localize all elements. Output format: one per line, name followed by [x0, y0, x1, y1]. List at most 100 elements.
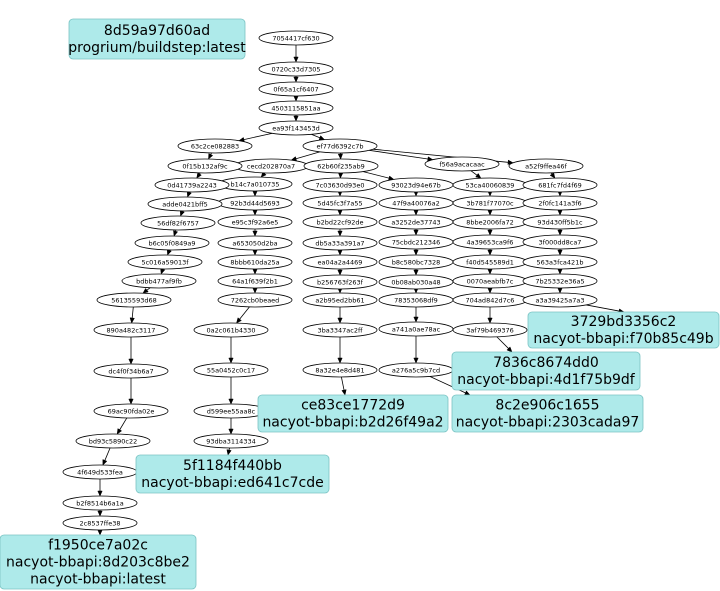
graph-node-label: 5c016a59013f: [141, 258, 189, 266]
graph-node-label: b2bd22cf92de: [316, 218, 363, 226]
graph-node-label: 69ac90fda02e: [108, 407, 155, 415]
graph-node: 62b60f235ab9: [303, 158, 379, 174]
edge-18-arrowhead: [129, 317, 135, 324]
graph-node-label: 8bbb610da25a: [230, 258, 279, 266]
graph-node-ellipse: [217, 292, 293, 308]
edge-19-arrowhead: [128, 358, 134, 365]
graph-node-label: 0b08ab030a48: [391, 278, 440, 286]
graph-node-label: 2c8537ffe38: [80, 519, 121, 527]
edge-3-arrowhead: [293, 115, 299, 122]
edge-7-arrowhead: [337, 153, 343, 160]
edge-60-arrowhead: [487, 287, 493, 294]
graph-node-ellipse: [147, 196, 223, 212]
graph-node-label: 0070aeabfb7c: [467, 277, 514, 285]
tag-edge-5-arrowhead: [97, 529, 103, 536]
graph-node: b256763f263f: [302, 274, 378, 290]
graph-node: d599ee55aa8c: [193, 403, 269, 419]
edge-40-arrowhead: [337, 249, 343, 256]
graph-node-ellipse: [302, 254, 378, 270]
graph-node-label: 0f15b132af9c: [182, 162, 228, 170]
edge-32: [239, 306, 250, 320]
graph-node-ellipse: [302, 362, 378, 378]
graph-node: 4a39653ca9f6: [452, 234, 528, 250]
graph-node: 3af79b469376: [452, 322, 528, 338]
graph-node-label: 7b25332e36a5: [535, 277, 584, 285]
image-id-label: ce83ce1772d9: [301, 398, 405, 414]
graph-node-label: 53ca40060839: [466, 181, 515, 189]
edge-2-arrowhead: [293, 95, 299, 102]
graph-node: b6c05f0849a9: [134, 235, 210, 251]
image-tag-label: nacyot-bbapi:latest: [30, 572, 166, 588]
graph-node-ellipse: [96, 292, 172, 308]
edge-56-arrowhead: [487, 209, 493, 216]
graph-node-ellipse: [193, 362, 269, 378]
graph-node: 8bbb610da25a: [217, 254, 293, 270]
graph-node-label: 563a3fca421b: [537, 258, 584, 266]
image-tag-background: [135, 454, 330, 494]
graph-node-label: ea04a2a4469: [318, 258, 363, 266]
edge-25-arrowhead: [260, 171, 267, 178]
graph-node-ellipse: [127, 254, 203, 270]
graph-node-ellipse: [93, 403, 169, 419]
graph-node: 7c03630d93e0: [302, 177, 378, 193]
edge-22-arrowhead: [102, 459, 108, 466]
image-tag-label: nacyot-bbapi:f70b85c49b: [533, 331, 713, 347]
graph-node-label: d599ee55aa8c: [207, 407, 256, 415]
graph-node: b2bd22cf92de: [302, 214, 378, 230]
graph-node-ellipse: [134, 235, 210, 251]
graph-node-ellipse: [303, 158, 379, 174]
edge-49-arrowhead: [413, 249, 419, 256]
image-id-label: 8c2e906c1655: [495, 398, 599, 414]
graph-node-label: 92b3d44d5693: [230, 199, 280, 207]
tag-edge-1: [496, 336, 509, 349]
graph-node-label: 4a39653ca9f6: [467, 238, 514, 246]
graph-node-ellipse: [193, 322, 269, 338]
edge-44-arrowhead: [337, 357, 343, 364]
graph-node: 55a0452c0c17: [193, 362, 269, 378]
graph-node-label: 56df82f6757: [157, 219, 199, 227]
graph-node: 0f65a1cf6407: [258, 81, 334, 97]
graph-node-ellipse: [522, 234, 598, 250]
graph-node-ellipse: [217, 214, 293, 230]
graph-node-label: 56135593d68: [111, 296, 156, 304]
graph-node: 69ac90fda02e: [93, 403, 169, 419]
edge-52-arrowhead: [413, 316, 419, 323]
graph-node: bdbb477af9fb: [121, 273, 197, 289]
edge-64-arrowhead: [557, 209, 563, 216]
edge-54-arrowhead: [475, 172, 482, 179]
graph-node-label: 3b781f77070c: [466, 199, 514, 207]
graph-node: 0d41739a2243: [154, 177, 230, 193]
edge-18: [131, 306, 134, 319]
graph-node: 53ca40060839: [452, 177, 528, 193]
image-tag-background: [451, 351, 641, 391]
graph-node-label: 5d45fc3f7a55: [317, 199, 362, 207]
edge-65-arrowhead: [557, 229, 563, 236]
graph-node-ellipse: [302, 138, 378, 154]
graph-node: dc4f0f34b6a7: [93, 363, 169, 379]
edge-34-arrowhead: [228, 398, 234, 405]
image-tag-background: [451, 394, 644, 433]
graph-node: 0070aeabfb7c: [452, 273, 528, 289]
edge-45: [363, 171, 390, 179]
graph-node-ellipse: [522, 254, 598, 270]
graph-node: 75cbdc212346: [378, 234, 454, 250]
edge-53-arrowhead: [413, 357, 419, 364]
edge-43-arrowhead: [337, 317, 343, 324]
graph-node: ea04a2a4469: [302, 254, 378, 270]
edge-21: [119, 417, 128, 430]
edge-6: [295, 151, 320, 160]
image-tag-background: [257, 394, 449, 433]
image-tag-background: [527, 311, 720, 349]
graph-node: b8c580bc7328: [378, 254, 454, 270]
graph-node: 890a482c3117: [93, 322, 169, 338]
graph-node: ea93f143453d: [258, 120, 334, 136]
edge-68-arrowhead: [557, 287, 563, 294]
graph-node-label: bdbb477af9fb: [136, 277, 182, 285]
graph-node-label: a3a39425a7a3: [535, 296, 584, 304]
graph-node: 681fc7fd4f69: [522, 177, 598, 193]
graph-node-label: 8a32e4e8d481: [315, 366, 364, 374]
graph-node-label: 93d430ff5b1c: [537, 218, 583, 226]
